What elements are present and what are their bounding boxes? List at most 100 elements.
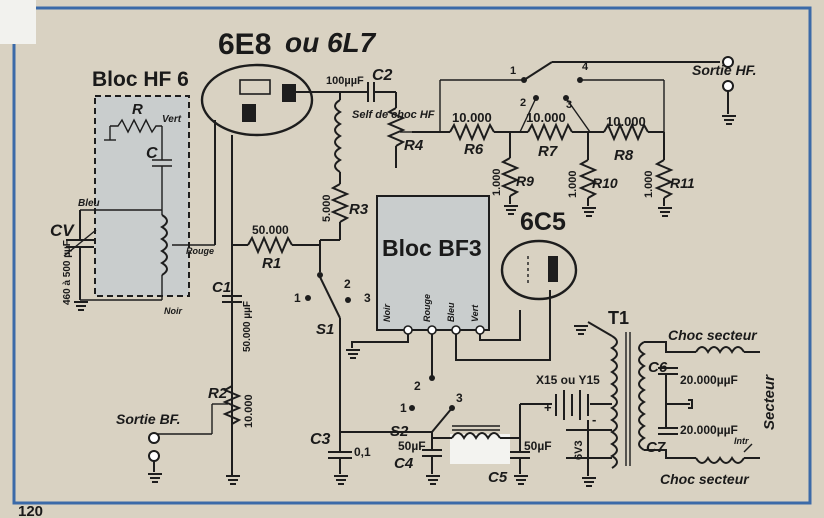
self-choc-coil [334,99,342,173]
cv-label: CV [50,221,75,240]
c3-value: 0,1 [354,445,371,459]
rectifier-cells [555,390,589,420]
r11-label: R11 [670,175,695,191]
bloc-bf-pin-noir [403,325,413,335]
c3-label: C3 [310,431,331,448]
bloc-bf-pin-rouge [427,325,437,335]
r2-label: R2 [208,385,228,402]
tube-6e8-plate [282,84,296,102]
c4-label: C4 [394,455,414,472]
r6-value: 10.000 [452,110,492,125]
att-pos-3: 3 [566,99,572,111]
r8-label: R8 [614,147,634,164]
ground-symbols [74,115,736,487]
r4-resistor [386,107,406,147]
r9-value: 1.000 [491,168,503,196]
mains-wire-bottom [644,449,696,459]
bloc-bf-pin-bleu-label: Bleu [446,302,456,322]
att-blade[interactable] [523,61,553,81]
r8-value: 10.000 [606,114,646,129]
ground-c3 [334,475,348,485]
s1-contact-2 [317,272,323,278]
att-pos-1: 1 [510,65,516,77]
tube-6c5-plate [548,256,558,282]
sortie-hf-terminal[interactable] [722,56,734,68]
mains-switch[interactable] [743,443,753,453]
choc-secteur-bottom-coil [695,456,745,464]
bloc-hf-title: Bloc HF 6 [92,68,189,91]
bloc-hf-noir-label: Noir [164,306,182,316]
ground-c4 [426,475,440,485]
bloc-hf-c-label: C [146,145,158,162]
ground-c5 [514,475,528,485]
r1-label: R1 [262,255,281,272]
ground-r9 [504,205,518,215]
bloc-bf-vert-wire [479,310,521,341]
battery-plus: + [544,400,552,415]
r10-label: R10 [592,175,618,191]
t1-heater-wire [587,321,613,337]
ground-mains-filter [688,399,693,409]
tube-6c5-envelope [500,239,578,301]
sortie-hf-label: Sortie HF. [692,62,757,78]
sortie-hf-ground-terminal[interactable] [722,80,734,92]
choc-secteur-top-coil [695,346,745,354]
ground-bloc-bf [346,349,360,359]
r11-resistor [654,159,674,199]
bloc-bf-box [376,195,490,331]
tube-6e8-cathode [242,104,256,122]
s1-pos-1: 1 [294,291,301,305]
bloc-bf-pin-vert [475,325,485,335]
choc-secteur-bottom-label: Choc secteur [660,471,750,487]
r3-resistor [330,183,350,223]
battery-minus: - [592,412,596,427]
tube-6e8-envelope [200,63,314,137]
bloc-hf-resistor-r [110,118,162,134]
ground-r10 [582,207,596,217]
sortie-bf-terminal[interactable] [148,432,160,444]
s2-blade[interactable] [431,407,453,433]
r3-label: R3 [349,201,369,218]
r1-resistor [247,235,293,255]
r6-resistor [449,122,495,142]
cv-value: 460 à 500 µµF [62,240,73,305]
r10-value: 1.000 [567,170,579,198]
self-choc-label: Self de choc HF [352,109,435,121]
r6-label: R6 [464,141,484,158]
r4-label: R4 [404,137,424,154]
filter-choke-coil [451,432,501,440]
att-pos-2: 2 [520,97,526,109]
s2-label: S2 [390,423,409,440]
sortie-bf-ground-terminal[interactable] [148,450,160,462]
r2-resistor [222,385,242,425]
t1-secondary-coil [610,335,618,469]
ground-cv [74,301,88,311]
s2-contact-1 [409,405,415,411]
cv-arrow [63,229,97,257]
heater-6v3-label: 6V3 [573,440,585,460]
bloc-hf-box [94,95,190,297]
mains-switch-label: Intr [734,436,749,446]
bloc-bf-pin-rouge-label: Rouge [422,294,432,322]
bloc-hf-r-label: R [132,101,143,118]
bloc-hf-rouge-label: Rouge [186,246,214,256]
s1-blade[interactable] [319,276,341,319]
ground-t1 [574,325,588,335]
r3-value: 5.000 [321,194,333,222]
c5-value: 50µF [524,439,552,453]
ground-sortie-bf [148,473,162,483]
bloc-bf-noir-ground-wire [351,334,409,348]
c1-label: C1 [212,279,231,296]
att-pos-4: 4 [582,61,589,73]
ground-r11 [658,207,672,217]
bloc-bf-bleu-wire [455,290,551,361]
s1-pos-2: 2 [344,277,351,291]
s2-contact-2 [429,375,435,381]
tube-6e8-grid [239,79,271,95]
tube-6e8-label: 6E8 [218,28,271,61]
s1-label: S1 [316,321,334,338]
tube-6c5-label: 6C5 [520,208,566,236]
bloc-bf-pin-noir-label: Noir [382,304,392,322]
